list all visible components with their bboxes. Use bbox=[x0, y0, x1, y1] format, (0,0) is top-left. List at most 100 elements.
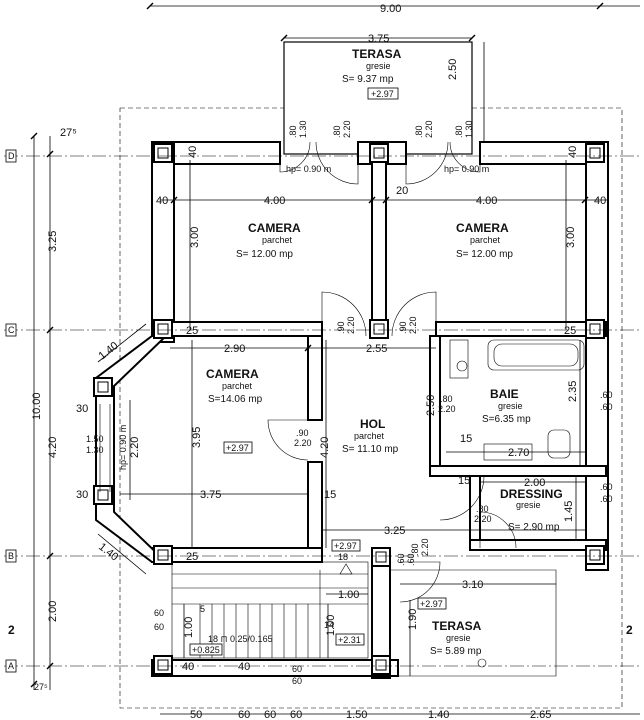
grid-D: D bbox=[8, 151, 15, 161]
door-label: 2.20 bbox=[408, 316, 418, 334]
bottom-dimensions: 50 60 60 60 1.50 1.40 2.65 bbox=[160, 709, 640, 720]
dim-420: 4.20 bbox=[319, 437, 331, 458]
level-stair-bottom: +0.825 bbox=[192, 645, 220, 655]
room-camera-nw: CAMERA parchet S= 12.00 mp bbox=[236, 221, 301, 260]
baie-door-h: 2.20 bbox=[438, 404, 456, 414]
room-material: gresie bbox=[498, 401, 523, 411]
room-dressing: DRESSING gresie S= 2.90 mp 15 .80 2.20 2… bbox=[458, 475, 613, 540]
dim-room-depth-right: 3.00 bbox=[565, 227, 577, 248]
c40-br: 40 bbox=[238, 661, 250, 673]
hp-left: hp= 0.90 m bbox=[286, 164, 331, 174]
dim-wall-40-left: 40 bbox=[156, 195, 168, 207]
dim-wall-40-right: 40 bbox=[594, 195, 606, 207]
terrace-top: 3.75 2.50 TERASA gresie S= 9.37 mp +2.97 bbox=[280, 33, 485, 155]
dim-15b: 15 bbox=[460, 433, 472, 445]
room-name: TERASA bbox=[432, 619, 482, 633]
dim-200: 2.00 bbox=[524, 477, 545, 489]
c60-c: 60 bbox=[292, 664, 302, 674]
door-label: .90 bbox=[296, 428, 309, 438]
room-material: parchet bbox=[262, 235, 293, 245]
dim-bay-140-top: 1.40 bbox=[96, 340, 120, 363]
baie-door-w: .80 bbox=[440, 394, 453, 404]
room-level: +2.97 bbox=[226, 443, 249, 453]
level-hol: +2.97 bbox=[334, 541, 357, 551]
stair-14: 14 bbox=[324, 620, 334, 630]
dim-420-left: 4.20 bbox=[47, 437, 59, 458]
room-area-terasa-top: S= 9.37 mp bbox=[342, 74, 394, 85]
dim-235: 2.35 bbox=[567, 381, 579, 402]
stair-5: 5 bbox=[200, 604, 205, 614]
dim-overall-width: 9.00 bbox=[380, 3, 401, 15]
c40-bl: 40 bbox=[182, 661, 194, 673]
room-material: gresie bbox=[446, 633, 471, 643]
room-area: S= 5.89 mp bbox=[430, 646, 482, 657]
room-area: S=6.35 mp bbox=[482, 414, 531, 425]
bottom-dim-5: 1.40 bbox=[428, 709, 449, 720]
top-opening-labels: .80 1.30 .80 2.20 .80 2.20 .80 1.30 hp= … bbox=[286, 120, 489, 197]
hall-door-labels: .90 2.20 .90 2.20 25 25 bbox=[186, 316, 576, 337]
level-box bbox=[367, 87, 399, 100]
dim-100a: 1.00 bbox=[183, 617, 195, 638]
mid-dimensions: 2.90 2.55 bbox=[170, 343, 436, 355]
dim-290: 2.90 bbox=[224, 343, 245, 355]
room-area: S=14.06 mp bbox=[208, 394, 263, 405]
dim-325-left: 3.25 bbox=[47, 231, 59, 252]
entry-win-1: .60 bbox=[396, 553, 406, 566]
entry-win-2: .60 bbox=[406, 553, 416, 566]
grid-C: C bbox=[8, 325, 15, 335]
dress-win-2: .60 bbox=[600, 494, 613, 504]
hp-right: hp= 0.90 m bbox=[444, 164, 489, 174]
grid-A: A bbox=[8, 661, 14, 671]
baie-win-2: .60 bbox=[600, 402, 613, 412]
level-stair-mid: +2.31 bbox=[338, 635, 361, 645]
dim-room-right-width: 4.00 bbox=[476, 195, 497, 207]
room-name: DRESSING bbox=[500, 487, 563, 501]
bottom-dim-3: 60 bbox=[290, 709, 302, 720]
opening-label: 2.20 bbox=[342, 120, 352, 138]
dim-total-10: 10.00 bbox=[31, 392, 43, 420]
section-mark-right: 2 bbox=[626, 623, 633, 637]
bottom-dim-6: 2.65 bbox=[530, 709, 551, 720]
room-name: HOL bbox=[360, 417, 385, 431]
dim-270: 2.70 bbox=[508, 447, 529, 459]
dressing-door-w: .80 bbox=[476, 504, 489, 514]
staircase: 5 18 ⊓ 0.25/0.165 14 1.00 1.00 1.00 +2.3… bbox=[154, 561, 369, 686]
side-window-h: 1.30 bbox=[86, 445, 104, 455]
room-material: gresie bbox=[516, 500, 541, 510]
room-name-terasa-top: TERASA bbox=[352, 47, 402, 61]
bottom-dim-2: 60 bbox=[264, 709, 276, 720]
opening-label: 1.30 bbox=[298, 120, 308, 138]
dim-c25-left: 25 bbox=[186, 325, 198, 337]
opening-label: .80 bbox=[454, 125, 464, 138]
room-material: parchet bbox=[222, 381, 253, 391]
dim-145: 1.45 bbox=[563, 501, 575, 522]
room-name: CAMERA bbox=[206, 367, 259, 381]
room-name: CAMERA bbox=[248, 221, 301, 235]
room-area: S= 12.00 mp bbox=[456, 249, 513, 260]
level-bottom-right: +2.97 bbox=[420, 599, 443, 609]
stair-18: 18 bbox=[338, 552, 348, 562]
hp-side: hp= 0.90 m bbox=[118, 425, 128, 470]
ref-27-5: 27⁵ bbox=[60, 127, 77, 139]
dim-bay-30-top: 30 bbox=[76, 403, 88, 415]
dim-395: 3.95 bbox=[191, 427, 203, 448]
dim-w100: 1.00 bbox=[338, 589, 359, 601]
room-material-terasa-top: gresie bbox=[366, 61, 391, 71]
door-label: 2.20 bbox=[294, 438, 312, 448]
left-axis-dimensions: 10.00 3.25 4.20 2.00 27⁵ 27⁵ D C B A 2 2 bbox=[4, 127, 640, 692]
top-overall-dimension: 9.00 bbox=[146, 2, 640, 15]
dim-100b: 1.00 bbox=[325, 615, 337, 636]
top-room-dimensions: 40 40 4.00 4.00 40 40 3.00 3.00 bbox=[156, 146, 608, 330]
room-name: CAMERA bbox=[456, 221, 509, 235]
dim-bay-140-bot: 1.40 bbox=[96, 541, 120, 564]
bottom-dim-1: 60 bbox=[238, 709, 250, 720]
room-area: S= 2.90 mp bbox=[508, 522, 560, 533]
room-material: parchet bbox=[470, 235, 501, 245]
stair-desc: 18 ⊓ 0.25/0.165 bbox=[208, 634, 273, 644]
dim-wall-20: 20 bbox=[396, 185, 408, 197]
dim-room-left-width: 4.00 bbox=[264, 195, 285, 207]
door-label: .90 bbox=[336, 321, 346, 334]
door-label: .90 bbox=[398, 321, 408, 334]
dim-375: 3.75 bbox=[200, 489, 221, 501]
c60-d: 60 bbox=[292, 676, 302, 686]
